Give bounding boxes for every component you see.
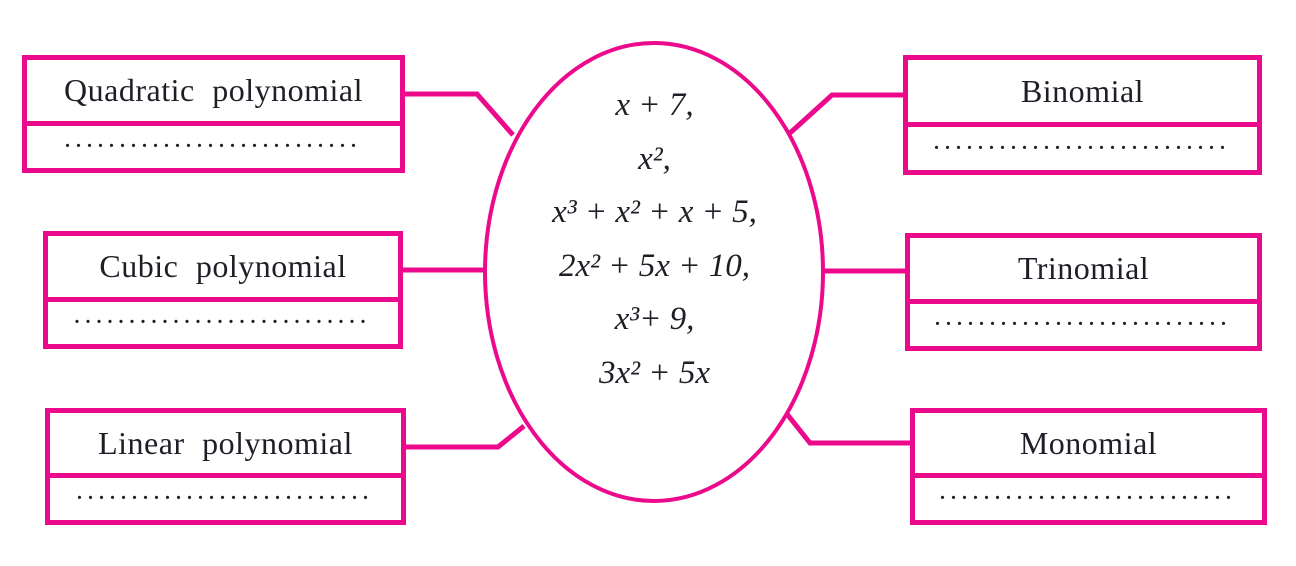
connector-binomial [788,92,903,135]
expression-item: x³ + x² + x + 5, [552,194,757,230]
category-label: Linear polynomial [50,413,401,479]
answer-line: ........................... [48,302,398,344]
expression-item: x², [638,140,671,177]
category-label: Cubic polynomial [48,236,398,302]
expression-item: 3x² + 5x [599,354,710,391]
category-box-quadratic-polynomial: Quadratic polynomial ...................… [22,55,405,173]
category-label: Binomial [908,60,1257,127]
answer-line: ........................... [908,127,1257,170]
category-box-cubic-polynomial: Cubic polynomial .......................… [43,231,403,349]
connector-monomial [785,412,910,446]
answer-dots: ........................... [934,131,1231,154]
category-label: Monomial [915,413,1262,479]
answer-line: ........................... [915,478,1262,520]
category-label: Trinomial [910,238,1257,304]
expression-item: 2x² + 5x + 10, [559,247,750,284]
answer-line: ........................... [50,478,401,520]
category-box-monomial: Monomial ........................... [910,408,1267,525]
answer-dots: ........................... [74,305,372,328]
category-box-trinomial: Trinomial ........................... [905,233,1262,351]
answer-line: ........................... [910,304,1257,346]
connector-quadratic [405,91,515,137]
category-box-linear-polynomial: Linear polynomial ......................… [45,408,406,525]
answer-line: ........................... [27,126,400,168]
category-label: Quadratic polynomial [27,60,400,126]
answer-dots: ........................... [940,482,1237,505]
answer-dots: ........................... [65,129,362,152]
answer-dots: ........................... [935,307,1232,330]
answer-dots: ........................... [77,482,374,505]
expression-item: x + 7, [615,87,694,123]
category-box-binomial: Binomial ........................... [903,55,1262,175]
expression-list: x + 7, x², x³ + x² + x + 5, 2x² + 5x + 1… [486,79,823,400]
connector-linear [406,424,526,450]
expression-item: x³+ 9, [614,301,695,337]
